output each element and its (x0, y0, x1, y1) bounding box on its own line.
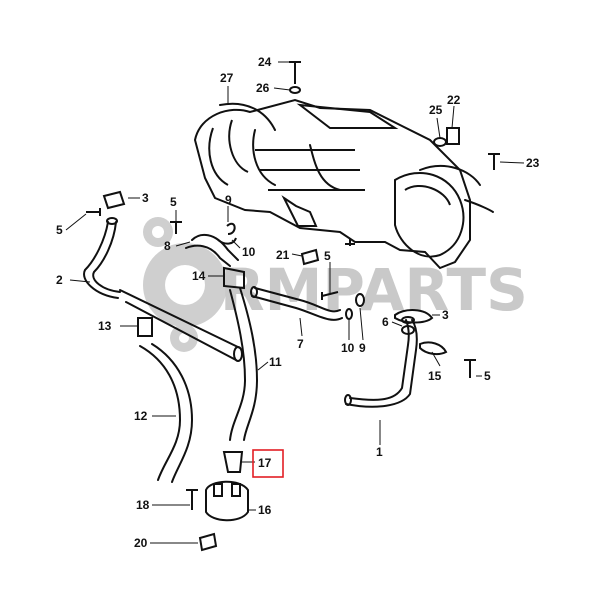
part-17-sensor (222, 451, 244, 473)
callout-5-right[interactable]: 5 (484, 369, 491, 383)
callout-11[interactable]: 11 (269, 355, 282, 369)
callout-9-top[interactable]: 9 (225, 193, 232, 207)
part-5-bolt-right (464, 359, 476, 378)
callout-23[interactable]: 23 (526, 156, 540, 170)
small-fittings (86, 61, 500, 552)
part-21-valve (300, 248, 320, 266)
callout-24[interactable]: 24 (258, 55, 272, 69)
part-2-pipe (83, 217, 121, 299)
callout-14[interactable]: 14 (192, 269, 206, 283)
part-20-bracket (198, 532, 218, 552)
watermark-text: RMPARTS (220, 256, 528, 324)
callout-22[interactable]: 22 (447, 93, 461, 107)
callout-10-top[interactable]: 10 (242, 245, 256, 259)
part-12-hose (139, 343, 194, 483)
part-13-tee-hose (119, 289, 243, 362)
part-25-washer (433, 137, 447, 147)
part-1-pipe (344, 316, 418, 408)
callout-5-left[interactable]: 5 (56, 223, 63, 237)
callout-17-highlight-box (252, 449, 284, 478)
gear-logo-icon (143, 217, 227, 352)
callout-5-center[interactable]: 5 (324, 249, 331, 263)
callout-18[interactable]: 18 (136, 498, 150, 512)
callout-21[interactable]: 21 (276, 248, 290, 262)
part-16-housing (205, 480, 249, 522)
callout-1[interactable]: 1 (376, 445, 383, 459)
callout-9-bottom[interactable]: 9 (359, 341, 366, 355)
part-3-bracket-left (102, 190, 126, 210)
callout-26[interactable]: 26 (256, 81, 270, 95)
callout-16[interactable]: 16 (258, 503, 272, 517)
part-3-bracket-right (394, 309, 434, 324)
part-9-clip-top (226, 222, 236, 235)
part-6-washer (401, 325, 415, 335)
callout-6[interactable]: 6 (382, 315, 389, 329)
part-22-nut (446, 127, 460, 145)
callout-8[interactable]: 8 (164, 239, 171, 253)
callout-labels: 1 2 3 3 5 5 5 5 6 7 8 9 9 10 10 11 12 13… (56, 55, 540, 550)
callout-20[interactable]: 20 (134, 536, 148, 550)
part-26-washer (289, 86, 301, 94)
callout-2[interactable]: 2 (56, 273, 63, 287)
part-15-clamp (419, 341, 448, 356)
callout-10-bottom[interactable]: 10 (341, 341, 355, 355)
leader-lines (65, 61, 525, 544)
part-18-bolt (186, 489, 198, 510)
callout-5-mid[interactable]: 5 (170, 195, 177, 209)
callout-13[interactable]: 13 (98, 319, 112, 333)
callout-3-right[interactable]: 3 (442, 308, 449, 322)
callout-12[interactable]: 12 (134, 409, 148, 423)
watermark: RMPARTS (143, 217, 528, 352)
callout-25[interactable]: 25 (429, 103, 443, 117)
part-10-clip-top (217, 237, 237, 245)
part-23-bolt (488, 153, 500, 170)
part-11-hose (229, 287, 259, 441)
callout-27[interactable]: 27 (220, 71, 234, 85)
heater-assembly (193, 98, 494, 270)
callout-3-left[interactable]: 3 (142, 191, 149, 205)
callout-15[interactable]: 15 (428, 369, 442, 383)
part-10-clamp (345, 308, 353, 320)
part-5-bolt-left (86, 208, 101, 216)
part-9-clamp (355, 293, 365, 307)
callout-7[interactable]: 7 (297, 337, 304, 351)
part-7-pipe (250, 286, 343, 321)
part-14-connector (185, 233, 245, 290)
part-24-bolt (289, 61, 301, 84)
callout-17[interactable]: 17 (258, 456, 272, 470)
